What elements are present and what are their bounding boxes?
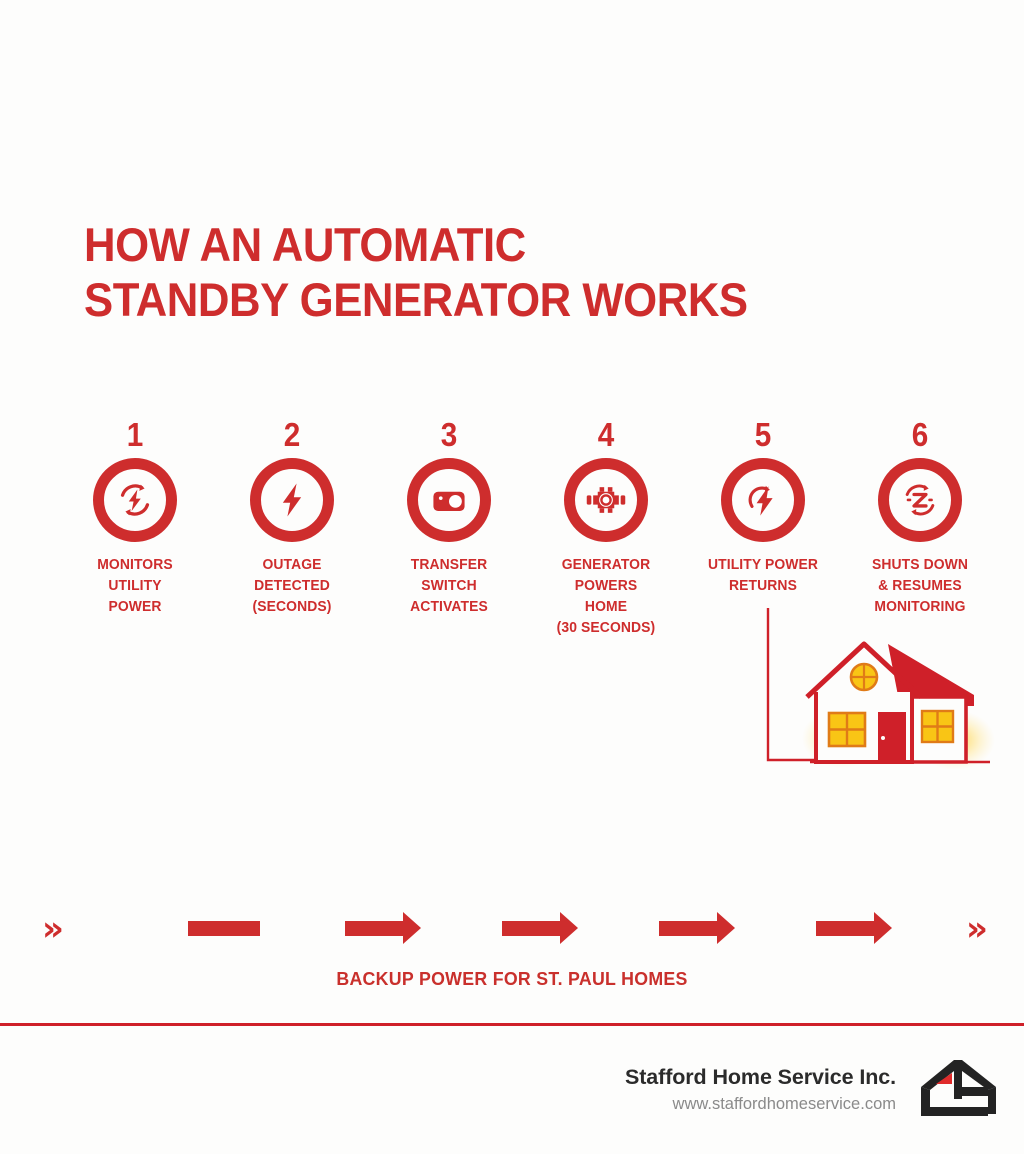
flow-step-5[interactable]: 5 UTILITY POWER RETURNS xyxy=(698,418,828,597)
generator-engine-icon xyxy=(584,478,628,522)
step-5-label: UTILITY POWER RETURNS xyxy=(707,557,819,595)
title-line-2: STANDBY GENERATOR WORKS xyxy=(84,272,748,326)
standby-sleep-icon xyxy=(898,478,942,522)
flow-step-4[interactable]: 4 xyxy=(541,418,671,639)
flow-step-1[interactable]: 1 MON xyxy=(70,418,200,618)
powered-home-illustration xyxy=(750,600,1010,790)
step-1-circle-wrap xyxy=(70,454,200,546)
step-6-label: SHUTS DOWN & RESUMES MONITORING xyxy=(871,557,969,616)
company-name: Stafford Home Service Inc. xyxy=(624,1065,896,1090)
lightning-bolt-icon xyxy=(270,478,314,522)
step-1-number: 1 xyxy=(126,416,144,453)
toggle-switch-icon xyxy=(427,478,471,522)
step-6-circle xyxy=(878,458,962,542)
stafford-home-service-logo xyxy=(918,1057,1000,1123)
step-4-label: GENERATOR POWERS HOME (30 SECONDS) xyxy=(556,557,656,637)
step-4-number: 4 xyxy=(597,416,615,453)
flow-step-6[interactable]: 6 xyxy=(855,418,985,618)
step-2-label: OUTAGE DETECTED (SECONDS) xyxy=(252,557,332,616)
connector-4-5 xyxy=(659,921,717,936)
footer-divider xyxy=(0,1023,1024,1026)
step-1-label: MONITORS UTILITY POWER xyxy=(97,557,173,616)
connector-4-5-arrowhead xyxy=(717,912,735,944)
connector-5-6 xyxy=(816,921,874,936)
step-3-circle xyxy=(407,458,491,542)
step-2-circle xyxy=(250,458,334,542)
step-3-number: 3 xyxy=(440,416,458,453)
connector-1-2 xyxy=(188,921,260,936)
flow-step-2[interactable]: 2 OUTAGE DETECTED (SECONDS) xyxy=(227,418,357,618)
step-6-number: 6 xyxy=(911,416,929,453)
connector-3-4-arrowhead xyxy=(560,912,578,944)
title-line-1: HOW AN AUTOMATIC xyxy=(84,218,526,271)
flow-step-3[interactable]: 3 TRANSFER SWITCH ACTIVATES xyxy=(384,418,514,618)
connector-5-6-arrowhead xyxy=(874,912,892,944)
step-1-circle xyxy=(93,458,177,542)
step-5-circle-wrap xyxy=(698,454,828,546)
arc-arrow-bolt-icon xyxy=(741,478,785,522)
connector-2-3 xyxy=(345,921,403,936)
connector-2-3-arrowhead xyxy=(403,912,421,944)
step-2-circle-wrap xyxy=(227,454,357,546)
footer: Stafford Home Service Inc. www.staffordh… xyxy=(0,1050,1024,1130)
process-flow: » » 1 xyxy=(0,418,1024,946)
refresh-bolt-icon xyxy=(112,477,158,523)
page-title: HOW AN AUTOMATIC STANDBY GENERATOR WORKS xyxy=(84,218,847,328)
tagline: BACKUP POWER FOR ST. PAUL HOMES xyxy=(336,968,688,989)
step-4-circle-wrap xyxy=(541,454,671,546)
step-3-circle-wrap xyxy=(384,454,514,546)
company-website[interactable]: www.staffordhomeservice.com xyxy=(672,1095,896,1114)
step-3-label: TRANSFER SWITCH ACTIVATES xyxy=(410,557,488,616)
flow-end-chevron-icon: » xyxy=(966,909,988,949)
flow-start-chevron-icon: » xyxy=(42,909,64,949)
step-5-number: 5 xyxy=(754,416,772,453)
step-4-circle xyxy=(564,458,648,542)
footer-text-block: Stafford Home Service Inc. www.staffordh… xyxy=(625,1064,896,1115)
step-2-number: 2 xyxy=(283,416,301,453)
connector-3-4 xyxy=(502,921,560,936)
step-5-circle xyxy=(721,458,805,542)
step-6-circle-wrap xyxy=(855,454,985,546)
